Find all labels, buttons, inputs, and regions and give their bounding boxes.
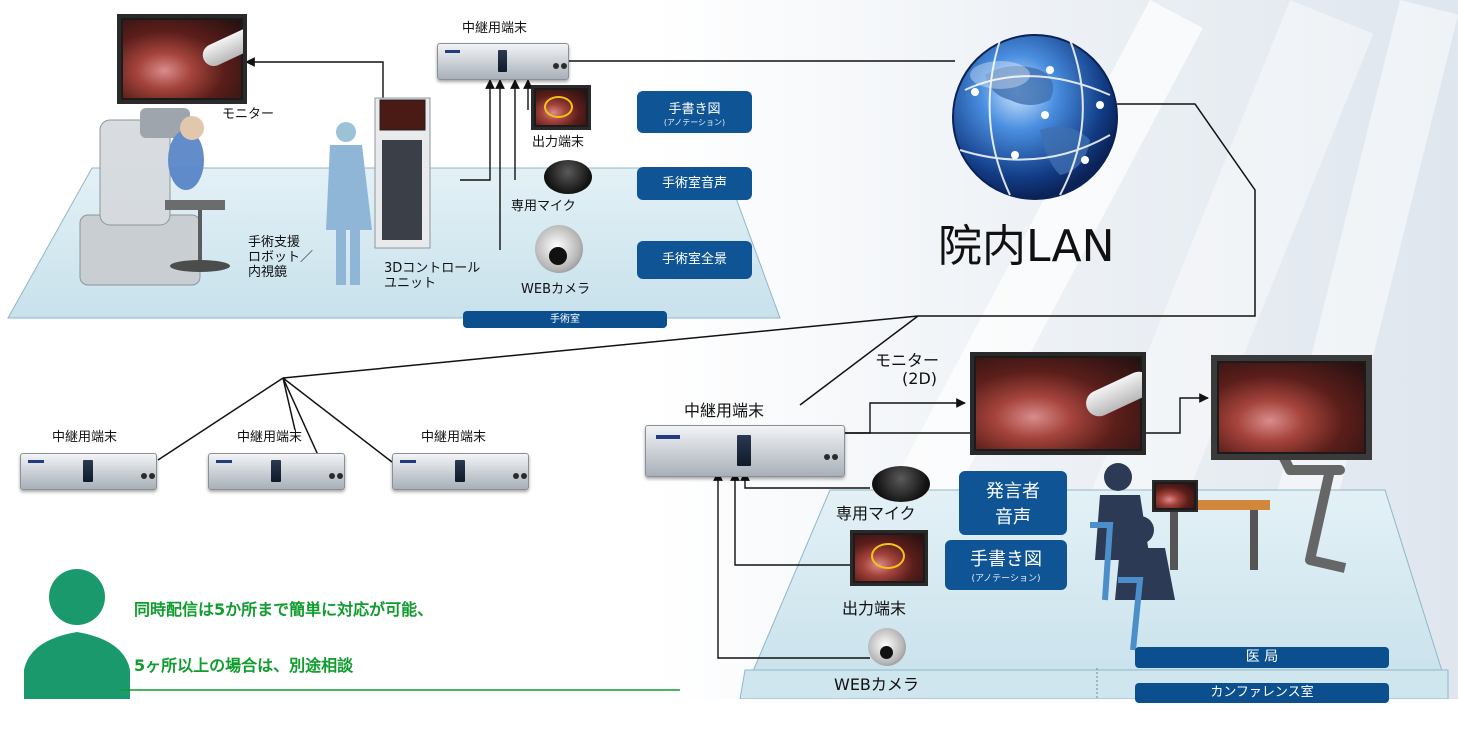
or-mic-label: 専用マイク xyxy=(511,199,576,214)
control-unit-label-line2: ユニット xyxy=(384,275,437,291)
robot-label-line1: 手術支援 xyxy=(248,235,301,250)
surgeon-figure xyxy=(326,122,372,285)
or-monitor-label: モニター xyxy=(222,107,275,122)
relay-terminal-icon xyxy=(437,43,569,80)
or-webcam-label: WEBカメラ xyxy=(521,282,590,297)
office-relay-label: 中継用端末 xyxy=(684,401,765,420)
control-unit-label: 3Dコントロール ユニット xyxy=(384,261,481,292)
callout-speaker-line2: 音声 xyxy=(995,507,1031,528)
office-monitor-label-line2: (2D) xyxy=(902,369,937,389)
callout-or-panorama: 手術室全景 xyxy=(637,241,752,279)
relay-terminal-icon xyxy=(20,453,157,490)
microphone-icon xyxy=(544,160,592,194)
callout-handwriting-or: 手書き図 (アノテーション) xyxy=(637,91,752,133)
or-output-terminal-icon xyxy=(531,85,591,130)
control-unit-label-line1: 3Dコントロール xyxy=(384,261,481,276)
lan-label: 院内LAN xyxy=(938,221,1115,272)
note-line-1: 同時配信は5か所まで簡単に対応が可能、 xyxy=(134,600,434,619)
callout-or-audio-text: 手術室音声 xyxy=(661,176,727,191)
robot-label: 手術支援 ロボット／ 内視鏡 xyxy=(248,235,314,281)
person-silhouette-icon xyxy=(24,569,130,699)
medical-office-bar: 医 局 xyxy=(1135,647,1389,668)
webcam-icon xyxy=(868,628,906,666)
office-webcam-label: WEBカメラ xyxy=(834,675,919,694)
callout-handwriting-office: 手書き図 (アノテーション) xyxy=(945,540,1067,590)
globe-icon xyxy=(952,34,1118,200)
office-monitor-label: モニター (2D) xyxy=(875,351,940,389)
remote-relay-label-2: 中継用端末 xyxy=(237,430,303,445)
relay-terminal-icon xyxy=(645,425,845,477)
callout-handwriting-office-sub: (アノテーション) xyxy=(971,574,1041,584)
relay-terminal-icon xyxy=(208,453,345,490)
or-output-terminal-label: 出力端末 xyxy=(532,135,585,150)
medical-office-name: 医 局 xyxy=(1245,649,1279,665)
relay-terminal-icon xyxy=(392,453,529,490)
callout-handwriting-or-sub: (アノテーション) xyxy=(663,118,726,127)
remote-relay-label-3: 中継用端末 xyxy=(421,430,487,445)
remote-relay-label-1: 中継用端末 xyxy=(52,430,118,445)
conference-room-bar: カンファレンス室 xyxy=(1135,683,1389,703)
callout-speaker-audio: 発言者 音声 xyxy=(959,471,1067,535)
callout-handwriting-or-text: 手書き図 xyxy=(668,102,721,117)
control-unit-cart xyxy=(374,97,431,249)
conference-room-name: カンファレンス室 xyxy=(1210,685,1314,700)
robot-label-line3: 内視鏡 xyxy=(248,264,288,280)
laptop-screen-icon xyxy=(1152,480,1198,512)
callout-or-audio: 手術室音声 xyxy=(637,167,752,200)
webcam-icon xyxy=(535,225,583,273)
microphone-icon xyxy=(872,466,930,502)
note-line-2: 5ヶ所以上の場合は、別途相談 xyxy=(134,656,354,675)
surgical-robot xyxy=(79,108,230,286)
office-monitor-icon xyxy=(970,352,1146,455)
office-mic-label: 専用マイク xyxy=(836,504,916,523)
robot-label-line2: ロボット／ xyxy=(248,249,314,265)
office-output-terminal-label: 出力端末 xyxy=(842,599,907,618)
office-output-terminal-icon xyxy=(850,530,928,586)
callout-or-panorama-text: 手術室全景 xyxy=(661,252,727,267)
office-monitor-label-line1: モニター xyxy=(875,351,940,370)
or-relay-label: 中継用端末 xyxy=(462,21,528,36)
or-monitor xyxy=(117,14,247,104)
callout-speaker-line1: 発言者 xyxy=(986,481,1040,502)
operating-room-bar: 手術室 xyxy=(463,311,667,328)
big-display-icon xyxy=(1211,355,1372,460)
callout-handwriting-office-text: 手書き図 xyxy=(970,549,1042,570)
operating-room-name: 手術室 xyxy=(550,314,580,325)
